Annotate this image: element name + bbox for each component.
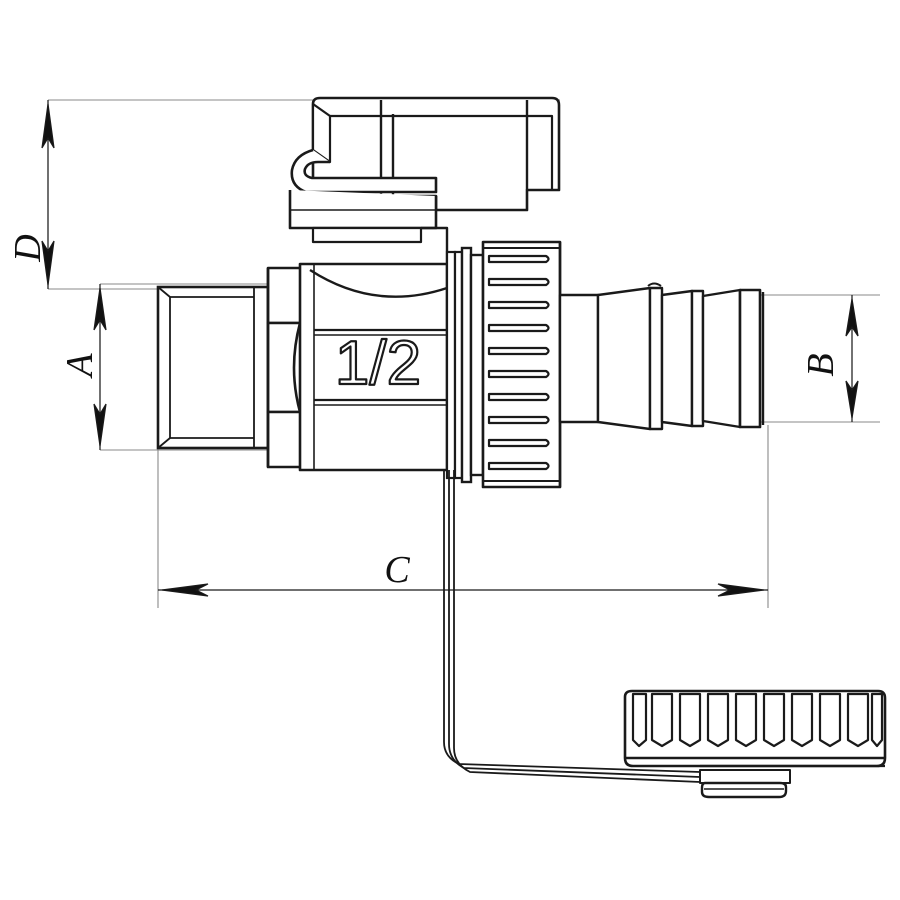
barb-ridge-2 [690, 289, 705, 428]
cap-tooth [818, 692, 842, 748]
knurl-rib [487, 300, 550, 310]
barb-segment-2 [660, 289, 694, 428]
union-collar-rings [445, 246, 485, 484]
knurl-rib [487, 369, 550, 379]
knurl-ribs [487, 254, 550, 471]
barb-shank [558, 293, 600, 424]
dimension-label-a: A [59, 353, 101, 380]
dim-a-arrow-top [93, 287, 107, 331]
handle-hub [288, 190, 438, 230]
cap-tooth [846, 692, 870, 748]
barb-segment-1 [596, 286, 652, 431]
knurl-rib [487, 461, 550, 471]
collar-ring-4 [469, 253, 485, 477]
barb-ridge-1 [648, 286, 664, 431]
dim-d-arrow-top [41, 103, 55, 149]
collar-ring-3 [460, 246, 473, 484]
tether-wire [443, 470, 701, 783]
cap-tooth [706, 692, 730, 748]
dim-a-arrow-bottom [93, 403, 107, 447]
male-thread-spigot [156, 285, 270, 450]
thread-body [156, 285, 270, 450]
knurl-rib [487, 323, 550, 333]
cap-attachment-boss [699, 769, 791, 784]
hose-barb [558, 282, 765, 431]
dim-d-arrow-bottom [41, 240, 55, 286]
dimension-arrows [41, 100, 859, 597]
handle-stem-plate [311, 226, 423, 244]
lever-handle [288, 96, 561, 270]
barb-segment-3 [701, 288, 742, 429]
knurl-rib [487, 346, 550, 356]
knurled-cap [623, 689, 887, 799]
cap-knurl-teeth [631, 692, 884, 748]
cap-washer [700, 781, 788, 799]
cap-tooth [650, 692, 674, 748]
cap-tooth [870, 692, 884, 748]
barb-tip-ring [738, 288, 762, 429]
knurl-rib [487, 254, 550, 264]
cap-tooth [762, 692, 786, 748]
knurl-rib [487, 392, 550, 402]
size-marking-label: 1/2 [335, 329, 421, 398]
dimension-label-b: B [800, 353, 842, 376]
valve-body-shoulder [309, 268, 448, 298]
cap-tooth [734, 692, 758, 748]
knurl-rib [487, 415, 550, 425]
knurl-rib [487, 438, 550, 448]
dim-b-arrow-top [845, 298, 859, 337]
barb-top-notch [647, 282, 662, 287]
dimension-label-d: D [7, 234, 49, 262]
dimension-label-c: C [384, 549, 410, 591]
handle-inner-top-edge [330, 114, 554, 190]
cap-tooth [678, 692, 702, 748]
hex-mid-lobe [266, 321, 302, 414]
knurl-rib [487, 277, 550, 287]
collar-ring-1 [445, 250, 457, 480]
dim-b-arrow-bottom [845, 380, 859, 419]
dim-c-arrow-left [161, 583, 209, 597]
dim-c-arrow-right [717, 583, 765, 597]
knurled-union-nut [481, 240, 562, 489]
thread-chamfer-tl [157, 286, 171, 298]
handle-lever-tail [290, 148, 438, 194]
tether-wire-strand-3 [453, 470, 701, 783]
thread-chamfer-bl [157, 437, 171, 449]
cap-tooth [631, 692, 648, 748]
cap-tooth [790, 692, 814, 748]
